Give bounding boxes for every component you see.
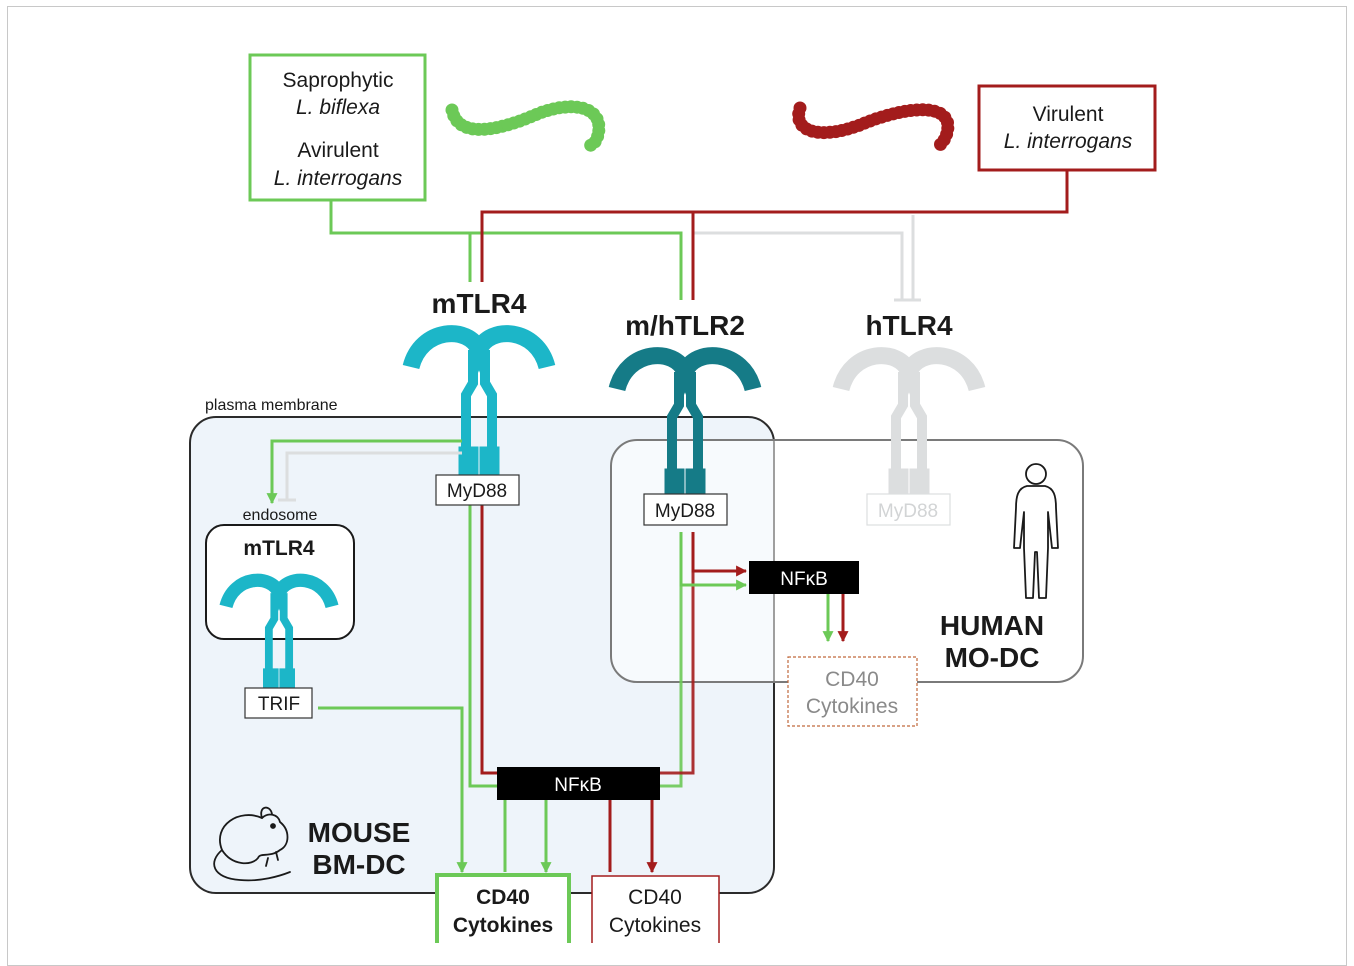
- gray-inhibition-endosome: [278, 451, 462, 502]
- mouse-nfkb-label: NFκB: [554, 775, 602, 796]
- red-signal-line-top: [480, 170, 1069, 300]
- human-cell-line2: MO-DC: [945, 642, 1040, 673]
- mhtlr2-label: m/hTLR2: [625, 310, 745, 341]
- red-source-line1: Virulent: [1033, 103, 1104, 126]
- green-source-line4: L. interrogans: [274, 167, 403, 190]
- green-source-line3: Avirulent: [297, 139, 378, 162]
- green-output-line2: Cytokines: [453, 914, 553, 937]
- red-source-line2: L. interrogans: [1004, 130, 1133, 153]
- human-cell-line1: HUMAN: [940, 610, 1044, 641]
- green-line-tlr2-nfkb: [660, 532, 683, 788]
- tlr2-myd88-box: [643, 493, 728, 526]
- endosome-mtlr4-label: mTLR4: [243, 537, 314, 560]
- green-arrows-mouse-output: [503, 800, 546, 872]
- human-myd88-box: [866, 493, 951, 526]
- human-nfkb-box: [749, 561, 859, 594]
- trif-label: TRIF: [258, 694, 300, 715]
- human-output-line2: Cytokines: [806, 695, 898, 718]
- human-myd88-label: MyD88: [878, 501, 938, 522]
- red-line-human-nfkb: [691, 532, 748, 577]
- green-output-line1: CD40: [476, 886, 530, 909]
- leptospira-red-icon: [792, 101, 955, 151]
- red-line-tlr2-nfkb: [660, 532, 695, 775]
- green-line-to-endosome: [266, 439, 462, 505]
- human-nfkb-label: NFκB: [780, 569, 828, 590]
- green-line-myd88-nfkb: [468, 505, 497, 788]
- mouse-myd88-box: [435, 474, 520, 506]
- green-signal-line-top: [329, 200, 683, 300]
- plasma-membrane-label: plasma membrane: [205, 397, 338, 414]
- leptospira-green-icon: [445, 100, 606, 152]
- human-icon: [1013, 463, 1059, 599]
- signaling-diagram: Saprophytic L. biflexa Avirulent L. inte…: [189, 53, 1157, 943]
- tlr2-myd88-label: MyD88: [655, 501, 715, 522]
- red-output-line2: Cytokines: [609, 914, 701, 937]
- red-arrows-mouse-output: [608, 800, 652, 872]
- trif-box: [244, 687, 313, 719]
- mouse-myd88-label: MyD88: [447, 481, 507, 502]
- green-line-human-nfkb: [679, 532, 748, 591]
- htlr4-label: hTLR4: [865, 310, 953, 341]
- red-output-line1: CD40: [628, 886, 682, 909]
- green-source-line2: L. biflexa: [296, 96, 380, 119]
- inhibition-line-htlr4: [693, 215, 921, 302]
- endosome-label: endosome: [243, 507, 318, 524]
- green-line-trif-output: [318, 706, 468, 874]
- green-source-box: [248, 53, 427, 202]
- green-source-line1: Saprophytic: [283, 69, 394, 92]
- mtlr4-label: mTLR4: [432, 288, 527, 319]
- green-output-box: [435, 873, 571, 943]
- mouse-icon: [213, 806, 291, 882]
- mouse-cell-line1: MOUSE: [308, 817, 411, 848]
- mouse-nfkb-box: [497, 767, 660, 800]
- red-source-box: [977, 84, 1157, 172]
- red-line-myd88-nfkb: [480, 505, 497, 775]
- mouse-cell-line2: BM-DC: [312, 849, 405, 880]
- red-output-box: [591, 875, 720, 943]
- human-output-box: [787, 656, 918, 727]
- human-output-line1: CD40: [825, 668, 879, 691]
